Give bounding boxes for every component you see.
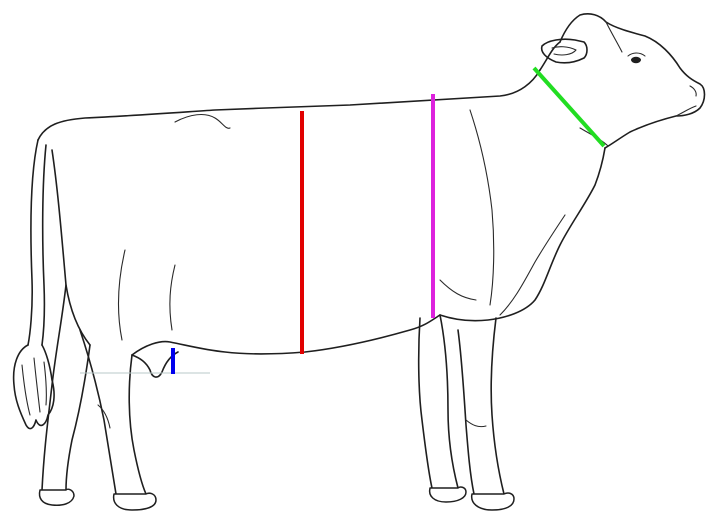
neck-measurement-line: [534, 68, 604, 146]
cow-front-leg-rear-back: [419, 318, 432, 488]
cow-flank-fold: [170, 265, 175, 330]
cow-ear: [542, 39, 587, 63]
cow-hoof-front-rear: [430, 487, 466, 502]
cow-hind-leg-near-front: [129, 355, 146, 494]
cow-knee-detail: [466, 420, 486, 427]
cow-flank: [132, 315, 440, 355]
cow-nostril: [690, 86, 696, 96]
cow-elbow-detail: [440, 280, 476, 300]
cow-tail-hair-1: [22, 365, 30, 415]
cow-hip-detail: [175, 115, 230, 129]
cow-front-leg-near-front: [491, 318, 504, 494]
cow-stifle-detail: [118, 250, 125, 340]
cow-head: [560, 14, 705, 148]
cow-tail-hair-3: [44, 362, 46, 405]
cow-outline: [14, 14, 705, 510]
cow-hoof-hind-near: [114, 493, 156, 510]
cow-tail-inner: [42, 145, 46, 345]
cow-eyelid: [628, 53, 645, 56]
cow-hind-thigh: [52, 150, 90, 345]
cow-shoulder-detail: [470, 110, 494, 305]
cow-hind-leg-near: [80, 330, 116, 494]
cow-front-leg-near-back: [458, 330, 474, 494]
cow-hoof-front-near: [472, 493, 514, 510]
cow-tail: [28, 140, 38, 345]
cow-dewlap-detail: [500, 215, 565, 315]
cow-eye: [631, 57, 641, 63]
cow-hind-leg-rear-front: [66, 345, 90, 490]
cow-back-line: [38, 70, 540, 140]
cow-brisket: [440, 148, 605, 321]
cow-tail-hair-2: [34, 358, 40, 412]
cow-front-leg-rear-front: [440, 315, 458, 488]
cow-ear-inner: [552, 47, 576, 55]
cow-neck-top: [540, 42, 560, 70]
cow-hoof-hind-rear: [40, 489, 75, 505]
